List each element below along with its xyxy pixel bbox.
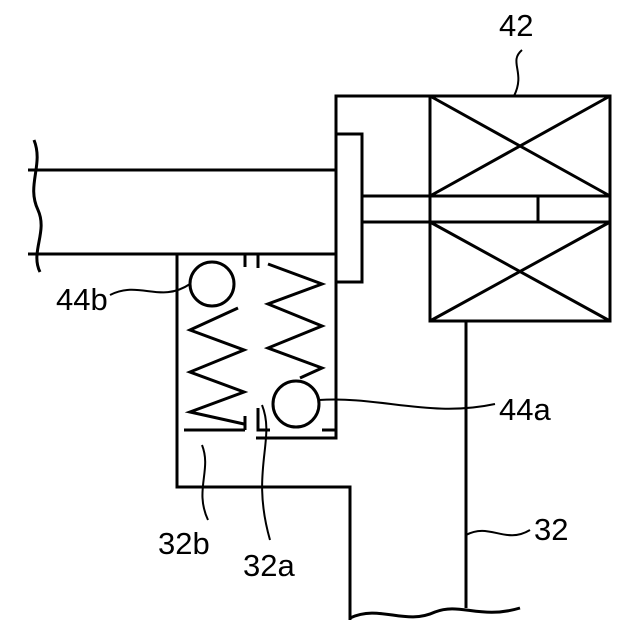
ball-44a xyxy=(273,381,319,427)
coil-lower-cross xyxy=(430,222,610,321)
ball-44b xyxy=(190,262,234,306)
shaft xyxy=(28,140,336,272)
leader-32 xyxy=(466,530,530,535)
label-44a: 44a xyxy=(499,392,551,427)
label-32a: 32a xyxy=(243,548,295,583)
label-44b: 44b xyxy=(56,282,108,317)
leader-32b xyxy=(202,445,208,520)
solenoid-42 xyxy=(430,96,610,321)
leader-42 xyxy=(514,50,522,96)
housing-top-wall xyxy=(336,96,430,134)
label-42: 42 xyxy=(499,8,533,43)
label-32b: 32b xyxy=(158,526,210,561)
spring-32a xyxy=(268,264,322,378)
label-32: 32 xyxy=(534,512,568,547)
plunger-rod xyxy=(362,196,610,222)
flange-plate xyxy=(336,134,362,282)
channel-32a xyxy=(258,254,336,430)
spring-32b xyxy=(190,308,244,424)
housing-break-line xyxy=(350,608,520,618)
shaft-break-line xyxy=(34,140,41,272)
leader-32a xyxy=(262,405,270,540)
leader-44a xyxy=(319,400,495,409)
coil-upper-cross xyxy=(430,96,610,196)
